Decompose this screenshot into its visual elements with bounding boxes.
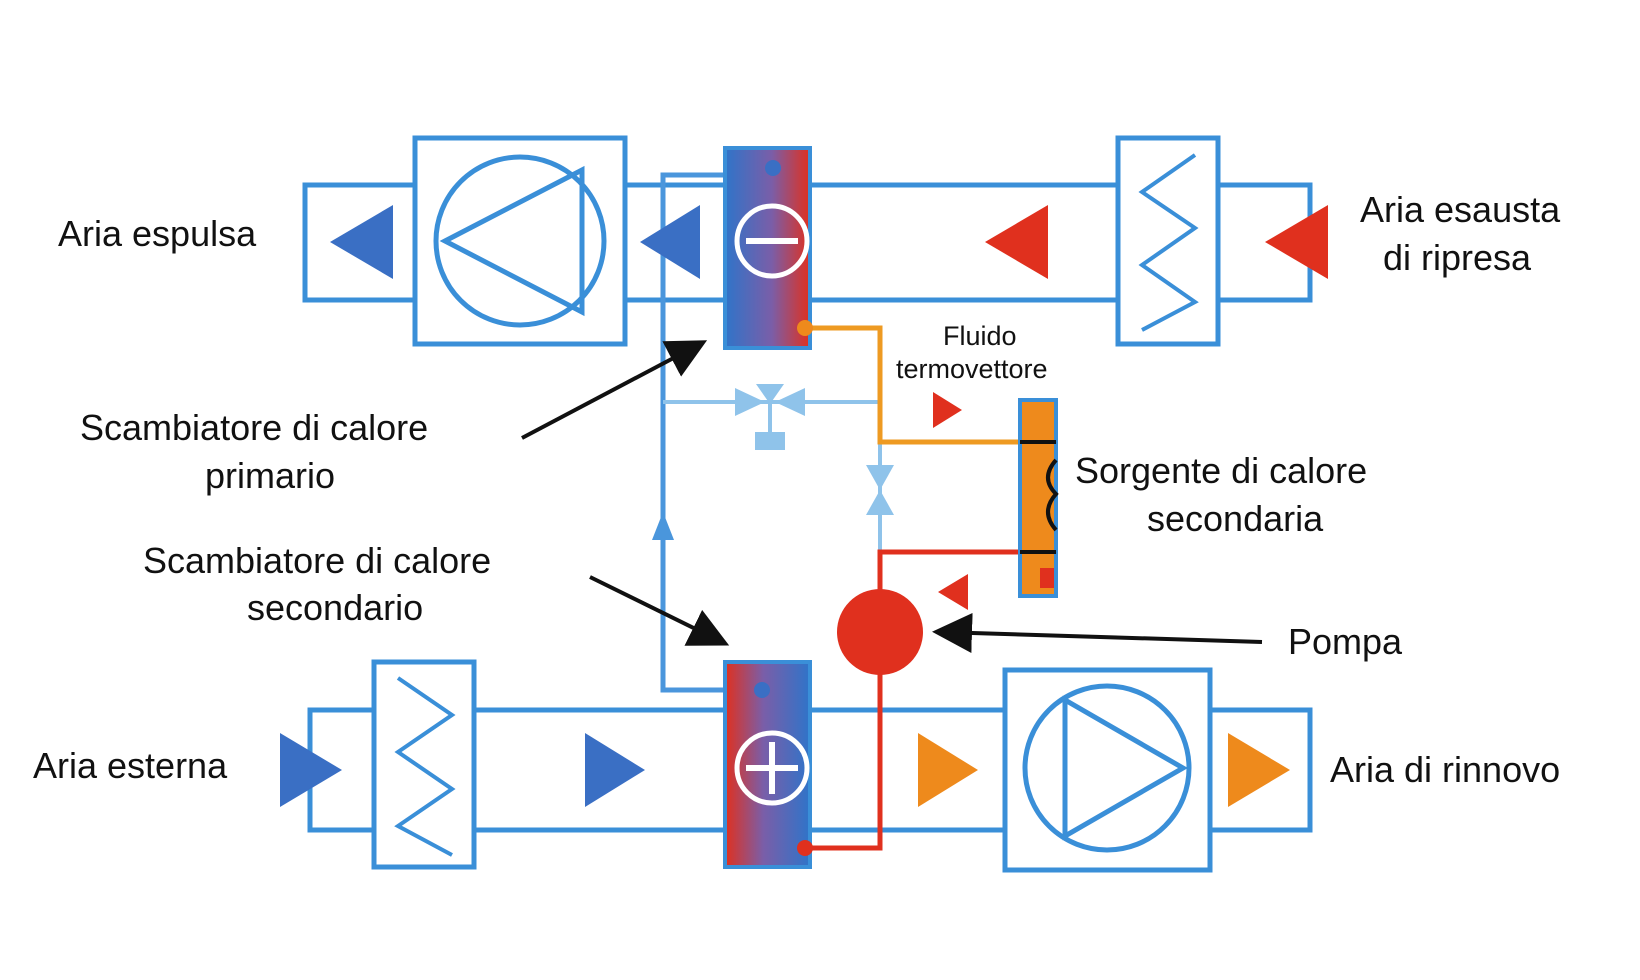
label-primary-hx-line2: primario [205, 455, 335, 496]
secondary-heat-source [1018, 398, 1059, 598]
secondary-heat-exchanger [723, 660, 813, 869]
exhaust-mid-arrow [640, 205, 700, 279]
label-supply-air: Aria di rinnovo [1330, 749, 1560, 790]
cold-pipe-loop [660, 172, 740, 693]
hot-pipe [805, 549, 1020, 851]
hot-flow-arrow [938, 574, 968, 610]
exhaust-in-arrow [1265, 205, 1328, 279]
label-exhaust-in-line1: Aria esausta [1360, 189, 1561, 230]
supply-fan [1002, 667, 1213, 873]
supply-filter [371, 659, 477, 870]
fluid-flow-arrow [933, 392, 962, 428]
outdoor-mid-arrow [585, 733, 645, 807]
label-primary-hx-line1: Scambiatore di calore [80, 407, 428, 448]
primary-hx-pointer [521, 340, 708, 440]
warm-pipe [805, 325, 1020, 445]
outdoor-in-arrow [280, 733, 342, 807]
supply-mid-arrow [918, 733, 978, 807]
bypass-valve [663, 384, 880, 450]
pump [837, 589, 923, 675]
exhaust-out-arrow [330, 205, 393, 279]
primary-heat-exchanger [723, 146, 813, 350]
label-outdoor-air: Aria esterna [33, 745, 228, 786]
label-fluid-line1: Fluido [943, 321, 1017, 351]
label-pump: Pompa [1288, 621, 1403, 662]
label-secondary-hx-line1: Scambiatore di calore [143, 540, 491, 581]
supply-out-arrow [1228, 733, 1290, 807]
label-exhaust-in-line2: di ripresa [1383, 237, 1532, 278]
label-secondary-source-line2: secondaria [1147, 498, 1324, 539]
cold-pipe-arrow [652, 512, 674, 540]
exhaust-fan [412, 135, 628, 347]
secondary-hx-pointer [589, 575, 730, 646]
exhaust-return-arrow [985, 205, 1048, 279]
label-secondary-source-line1: Sorgente di calore [1075, 450, 1367, 491]
exhaust-filter [1115, 135, 1221, 347]
pump-pointer [932, 613, 1263, 653]
label-fluid-line2: termovettore [896, 354, 1048, 384]
label-secondary-hx-line2: secondario [247, 587, 423, 628]
label-exhaust-out: Aria espulsa [58, 213, 257, 254]
